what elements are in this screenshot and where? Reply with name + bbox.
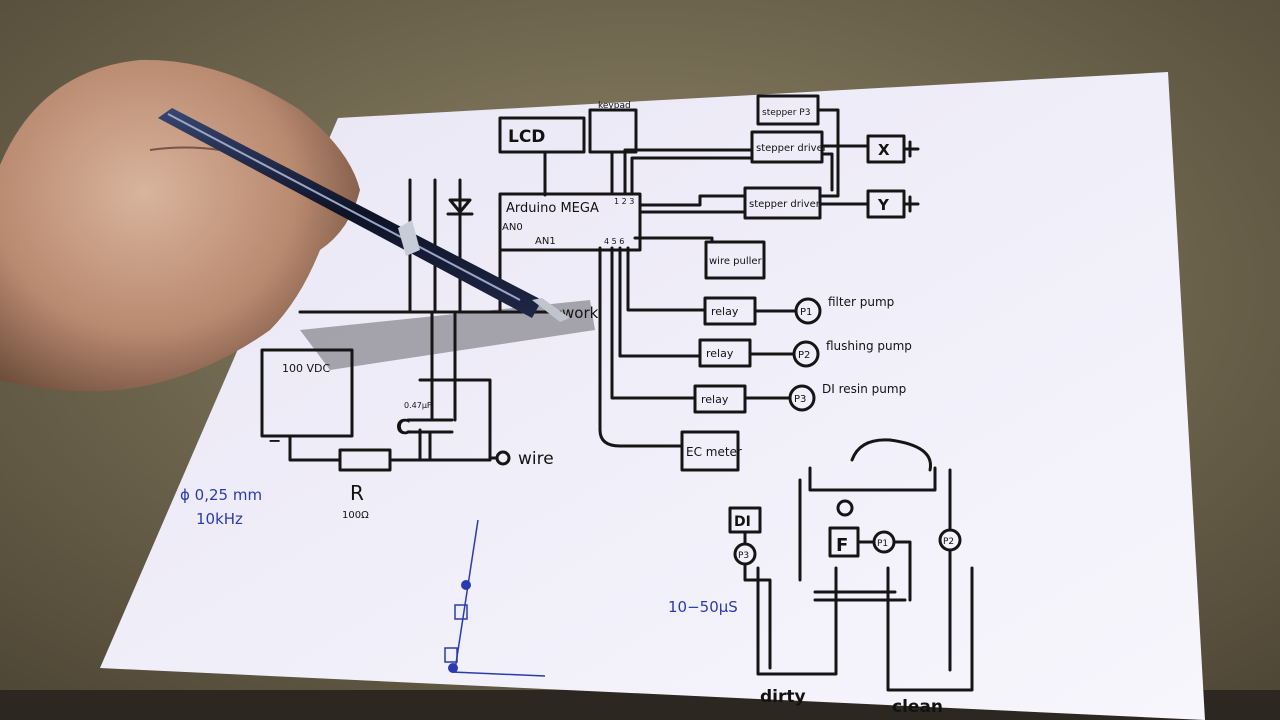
dirty-label: dirty bbox=[760, 687, 806, 707]
hand bbox=[0, 59, 360, 392]
di-label: DI bbox=[734, 514, 751, 530]
pen-clip-band bbox=[398, 220, 420, 256]
pulse-width-note: 10−50µS bbox=[668, 598, 738, 616]
blue-sketch-line bbox=[454, 519, 479, 671]
work-label: work bbox=[562, 304, 599, 322]
frequency-note: 10kHz bbox=[196, 510, 243, 528]
arduino-to-driver-wires bbox=[623, 148, 754, 214]
arduino-to-relay-wires bbox=[598, 246, 707, 448]
wire-diameter-note: ϕ 0,25 mm bbox=[180, 486, 262, 504]
wire-puller-label: wire puller bbox=[709, 256, 763, 267]
stepper-driver-1-label: stepper driver bbox=[756, 143, 828, 154]
wire-puller-box bbox=[704, 240, 766, 280]
diode-symbol bbox=[446, 198, 474, 216]
motor-x-shaft bbox=[902, 140, 920, 158]
pump-p3-label: P3 bbox=[794, 394, 806, 405]
clean-label: clean bbox=[892, 697, 943, 717]
wire-label: wire bbox=[518, 449, 554, 469]
di-resin-pump-label: DI resin pump bbox=[822, 382, 906, 396]
driver-to-motor-wires bbox=[816, 108, 870, 206]
return-loop bbox=[850, 438, 932, 472]
tank-p3-label: P3 bbox=[738, 551, 749, 561]
top-return-tray bbox=[808, 466, 937, 492]
ano-label: AN0 bbox=[502, 222, 523, 233]
psu-box bbox=[260, 348, 354, 438]
pen-shadow bbox=[300, 300, 595, 370]
stepper-driver-2-label: stepper driver bbox=[749, 199, 821, 210]
tank-p2-label: P2 bbox=[943, 537, 954, 547]
resistor-box bbox=[338, 448, 392, 472]
pump-p1-label: P1 bbox=[800, 307, 812, 318]
dirty-tank bbox=[756, 566, 838, 676]
arduino-box bbox=[498, 192, 642, 252]
relay-to-pump-wires bbox=[743, 309, 798, 400]
motor-x-label: X bbox=[878, 141, 890, 159]
clean-tank bbox=[886, 566, 974, 692]
resistor-label: R bbox=[350, 481, 364, 505]
blue-dot-2 bbox=[448, 663, 458, 673]
blue-sketch-base bbox=[451, 671, 546, 677]
psu-minus-label: − bbox=[268, 431, 281, 450]
filter-pump-label: filter pump bbox=[828, 295, 894, 309]
blue-sketch-box-1 bbox=[454, 604, 468, 620]
blue-dot-1 bbox=[461, 580, 471, 590]
tank-pipes bbox=[743, 468, 952, 672]
pin-numbers: 1 2 3 bbox=[614, 197, 634, 206]
lcd-box bbox=[498, 116, 586, 154]
tank-p1-label: P1 bbox=[877, 539, 888, 549]
pen-highlight bbox=[167, 113, 521, 301]
pump-p3-circle bbox=[788, 384, 816, 412]
relay-1-label: relay bbox=[711, 305, 739, 318]
keypad-label: keypad bbox=[598, 101, 631, 111]
an1-label: AN1 bbox=[535, 236, 556, 247]
stepper-p3-label: stepper P3 bbox=[762, 108, 810, 118]
float-sensor bbox=[836, 499, 854, 517]
capacitor-label: C bbox=[396, 415, 411, 439]
puller-wire bbox=[633, 236, 714, 244]
relay-2-label: relay bbox=[706, 347, 734, 360]
filter-label: F bbox=[836, 535, 848, 556]
flushing-pump-label: flushing pump bbox=[826, 339, 912, 353]
ec-meter-box bbox=[680, 430, 740, 472]
circuit-bottom-loop bbox=[288, 378, 492, 462]
port-numbers: 4 5 6 bbox=[604, 237, 624, 246]
lcd-label: LCD bbox=[508, 127, 545, 147]
arduino-label: Arduino MEGA bbox=[506, 201, 599, 216]
relay-3-label: relay bbox=[701, 393, 729, 406]
pump-p1-circle bbox=[794, 297, 822, 325]
blue-sketch-box-2 bbox=[444, 647, 458, 663]
capacitor-symbol bbox=[406, 418, 454, 462]
motor-y-label: Y bbox=[877, 196, 890, 214]
pump-p2-label: P2 bbox=[798, 350, 810, 361]
pen-tip bbox=[532, 298, 570, 322]
psu-label: 100 VDC bbox=[282, 362, 330, 375]
ec-meter-label: EC meter bbox=[686, 445, 742, 459]
capacitor-value-label: 0.47µF bbox=[404, 401, 432, 410]
resistor-value-label: 100Ω bbox=[342, 510, 369, 521]
pump-p2-circle bbox=[792, 340, 820, 368]
motor-y-shaft bbox=[902, 195, 920, 213]
